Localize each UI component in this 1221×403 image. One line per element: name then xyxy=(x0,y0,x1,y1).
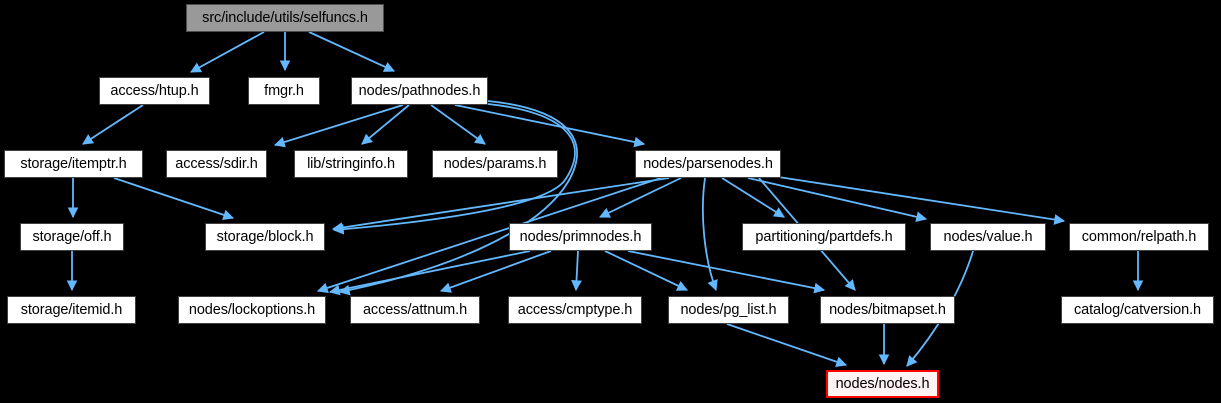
node-value[interactable]: nodes/value.h xyxy=(930,223,1046,251)
edge-parsenodes-to-relpath xyxy=(771,175,1066,225)
edge-pathnodes-to-params xyxy=(430,104,486,145)
edge-pathnodes-to-sdir xyxy=(273,104,404,148)
node-off[interactable]: storage/off.h xyxy=(20,223,124,251)
node-label: src/include/utils/selfuncs.h xyxy=(202,10,368,26)
node-label: nodes/primnodes.h xyxy=(519,229,642,245)
node-label: storage/off.h xyxy=(32,229,112,245)
node-label: access/attnum.h xyxy=(362,302,468,318)
node-label: access/sdir.h xyxy=(175,156,258,172)
edge-itemptr-to-block xyxy=(113,177,235,221)
node-sdir[interactable]: access/sdir.h xyxy=(166,150,267,178)
edge-parsenodes-to-pg_list xyxy=(701,177,718,292)
node-itemid[interactable]: storage/itemid.h xyxy=(7,296,136,324)
node-label: catalog/catversion.h xyxy=(1074,302,1201,318)
node-htup[interactable]: access/htup.h xyxy=(99,77,210,105)
edge-primnodes-to-cmptype xyxy=(571,250,582,292)
node-catversion[interactable]: catalog/catversion.h xyxy=(1061,296,1214,324)
edge-htup-to-itemptr xyxy=(82,104,144,145)
node-itemptr[interactable]: storage/itemptr.h xyxy=(4,150,143,178)
edge-selfuncs-to-htup xyxy=(190,31,265,73)
node-pathnodes[interactable]: nodes/pathnodes.h xyxy=(351,77,488,105)
node-pg_list[interactable]: nodes/pg_list.h xyxy=(668,296,789,324)
edge-primnodes-to-bitmapset xyxy=(627,250,826,294)
node-cmptype[interactable]: access/cmptype.h xyxy=(508,296,642,324)
node-fmgr[interactable]: fmgr.h xyxy=(248,77,320,105)
node-label: nodes/pg_list.h xyxy=(680,302,777,318)
node-label: nodes/bitmapset.h xyxy=(829,302,946,318)
node-label: access/cmptype.h xyxy=(517,302,633,318)
node-label: nodes/params.h xyxy=(443,156,547,172)
node-label: nodes/nodes.h xyxy=(835,376,930,392)
node-stringinfo[interactable]: lib/stringinfo.h xyxy=(294,150,408,178)
node-label: storage/block.h xyxy=(216,229,314,245)
node-label: lib/stringinfo.h xyxy=(307,156,395,172)
node-partdefs[interactable]: partitioning/partdefs.h xyxy=(742,223,906,251)
node-bitmapset[interactable]: nodes/bitmapset.h xyxy=(820,296,955,324)
edge-pathnodes-to-stringinfo xyxy=(361,104,410,145)
node-label: nodes/value.h xyxy=(943,229,1033,245)
node-nodes[interactable]: nodes/nodes.h xyxy=(826,370,939,398)
node-attnum[interactable]: access/attnum.h xyxy=(350,296,480,324)
edge-pg_list-to-nodes xyxy=(726,323,848,367)
node-label: nodes/pathnodes.h xyxy=(358,83,481,99)
node-primnodes[interactable]: nodes/primnodes.h xyxy=(509,223,652,251)
node-label: access/htup.h xyxy=(110,83,199,99)
node-block[interactable]: storage/block.h xyxy=(205,223,325,251)
node-label: common/relpath.h xyxy=(1081,229,1197,245)
edge-parsenodes-to-block xyxy=(331,177,670,233)
edge-pathnodes-to-lockoptions xyxy=(338,100,578,296)
edge-primnodes-to-lockoptions xyxy=(328,250,531,296)
edge-pathnodes-to-parsenodes xyxy=(454,104,646,148)
edge-parsenodes-to-partdefs xyxy=(721,177,785,218)
node-label: storage/itemptr.h xyxy=(20,156,127,172)
node-label: fmgr.h xyxy=(264,83,304,99)
node-label: nodes/parsenodes.h xyxy=(643,156,773,172)
node-lockoptions[interactable]: nodes/lockoptions.h xyxy=(178,296,326,324)
node-selfuncs[interactable]: src/include/utils/selfuncs.h xyxy=(186,4,384,32)
node-label: storage/itemid.h xyxy=(20,302,123,318)
edge-primnodes-to-pg_list xyxy=(604,250,688,291)
edge-parsenodes-to-primnodes xyxy=(599,177,682,218)
node-relpath[interactable]: common/relpath.h xyxy=(1069,223,1209,251)
edge-primnodes-to-attnum xyxy=(439,250,552,293)
node-params[interactable]: nodes/params.h xyxy=(432,150,558,178)
node-label: partitioning/partdefs.h xyxy=(755,229,893,245)
edge-parsenodes-to-value xyxy=(747,177,928,223)
node-parsenodes[interactable]: nodes/parsenodes.h xyxy=(635,150,781,178)
node-label: nodes/lockoptions.h xyxy=(188,302,316,318)
edge-selfuncs-to-pathnodes xyxy=(308,31,395,72)
